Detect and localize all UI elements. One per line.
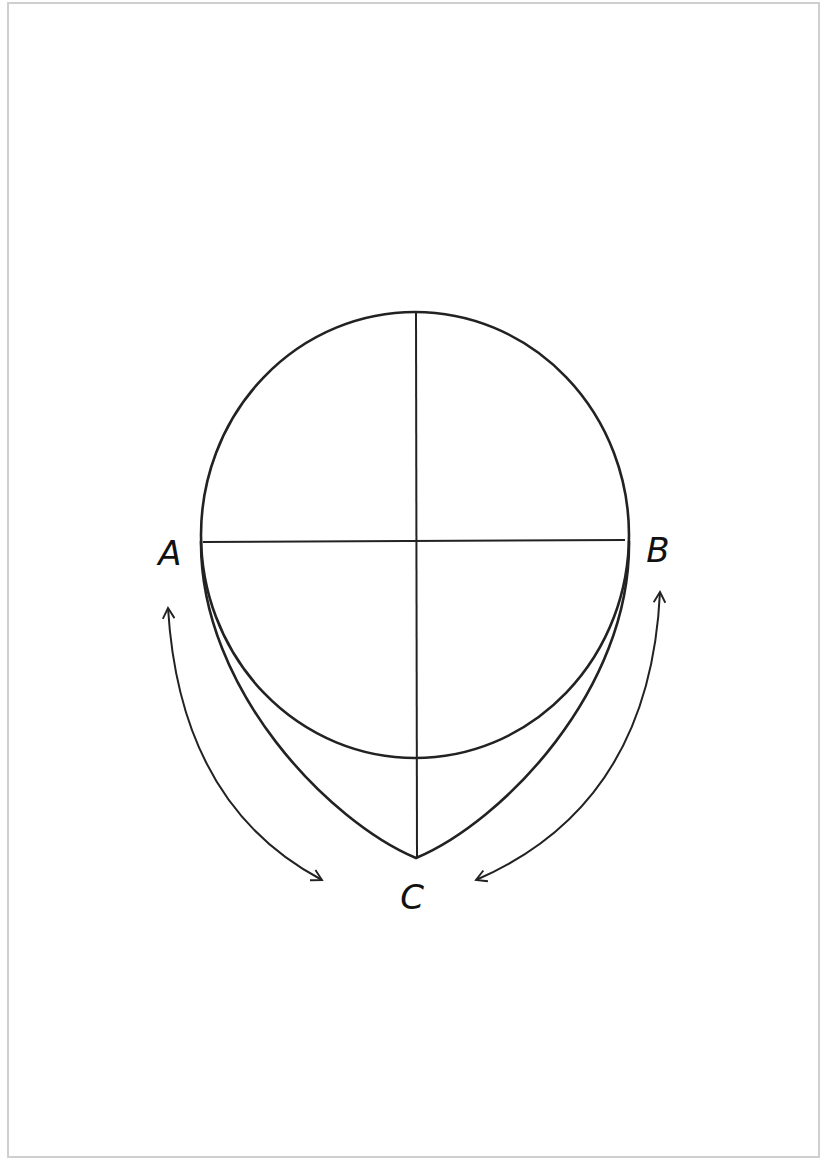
- jaw-line: [201, 541, 629, 858]
- point-label: A: [158, 536, 181, 570]
- jaw-arrow-right: [476, 592, 660, 880]
- point-label: B: [646, 533, 669, 567]
- jaw-arrow-left: [168, 608, 322, 880]
- paper-frame: [8, 3, 819, 1157]
- point-label: C: [400, 880, 424, 914]
- vertical-guide: [416, 312, 417, 858]
- horizontal-guide: [203, 540, 625, 542]
- cranium-circle: [201, 312, 629, 758]
